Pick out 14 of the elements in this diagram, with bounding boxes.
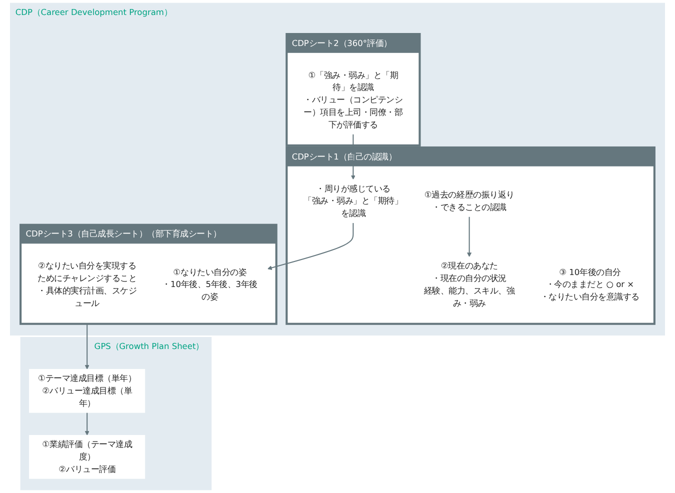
- arrow: [350, 134, 356, 180]
- node-box: ①業績評価（テーマ達成度） ②バリュー評価: [29, 434, 146, 479]
- arrow: [467, 216, 472, 258]
- node-text: ②現在のあなた ・現在の自分の状況 経験、能力、スキル、強み・弱み: [424, 260, 515, 308]
- node-text: ①「強み・弱み」と「期待」を認識 ・バリュー（コンピテンシー）項目を上司・同僚・部下が評価する: [304, 70, 403, 130]
- node-text: ②なりたい自分を実現するためにチャレンジすること ・具体的実行計画、スケジュール: [38, 260, 137, 308]
- arrow: [84, 412, 90, 436]
- node-box: ①テーマ達成目標（単年） ②バリュー達成目標（単年）: [29, 368, 146, 413]
- node-text: ・周りが感じている 「強み・弱み」と「期待」を認識: [304, 184, 403, 218]
- arrow: [267, 222, 354, 270]
- node-text: ③ 10年後の自分 ・今のままだと ○ or × ・なりたい自分を意識する: [540, 267, 640, 302]
- node-text: ①なりたい自分の姿 ・10年後、5年後、3年後の姿: [162, 267, 258, 302]
- node-text: ①過去の経歴の振り返り ・できることの認識: [424, 190, 514, 212]
- arrow: [84, 324, 90, 370]
